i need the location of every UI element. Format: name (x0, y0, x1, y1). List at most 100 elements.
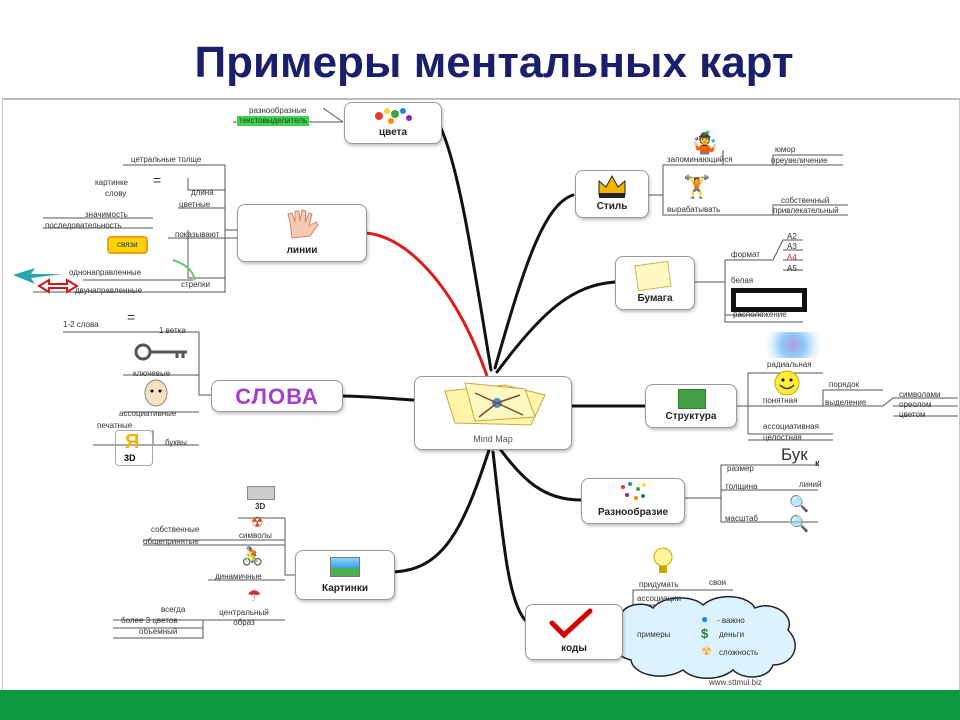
source-url: www.sttmul.biz (709, 678, 762, 687)
leaf-words-6: 3D (124, 453, 136, 463)
leaf-pictures-1: символы (239, 531, 272, 540)
node-words-label: СЛОВА (235, 384, 319, 409)
leaf-codes-3: примеры (637, 630, 671, 639)
key-icon (134, 343, 187, 361)
juggler-icon: 🤹 (691, 130, 719, 155)
leaf-pictures-7: объемный (139, 627, 178, 636)
codes-cloud (611, 595, 796, 679)
leaf-variety-5: масштаб (725, 514, 758, 523)
paper-sheet-icon (634, 260, 672, 292)
leaf-lines-4: цветные (179, 200, 211, 209)
slide-title: Примеры ментальных карт (194, 38, 794, 87)
leaf-words-3: ассоциативные (119, 409, 177, 418)
node-paper: Бумага (615, 256, 695, 310)
leaf-variety-3: толщина (725, 482, 758, 491)
node-codes-label: коды (561, 643, 587, 654)
branch-style-connector (493, 193, 575, 370)
leaf-lines-8: показывают (175, 230, 220, 239)
node-colors: цвета (344, 102, 442, 144)
zoom-out-icon: 🔍 (789, 516, 809, 533)
leaf-lines-0: цетральные толще (131, 155, 202, 164)
leaf-paper-3: A4 (787, 253, 797, 262)
leaf-variety-1: Бук (781, 445, 808, 464)
leaf-codes-6: сложность (719, 648, 759, 657)
branch-colors-connector (436, 120, 493, 372)
leaf-lines-10: двунаправленные (75, 286, 143, 295)
leaf-structure-8: целостная (763, 433, 802, 442)
branch-pictures-connector (391, 448, 491, 574)
leaf-pictures-4: динамичные (215, 572, 262, 581)
node-colors-label: цвета (378, 127, 408, 138)
leaf-paper-6: расположение (733, 310, 787, 319)
equals-symbol-words: = (127, 309, 136, 325)
leaf-paper-0: формат (731, 250, 760, 259)
leaf-words-5: буквы (165, 438, 187, 447)
leaf-codes-0: придумать (639, 580, 679, 589)
leaf-pictures-3: общепринятые (143, 537, 199, 546)
leaf-variety-2: к (815, 458, 820, 468)
footer-green-bar (0, 690, 960, 720)
leaf-colors-0: разнообразные (249, 106, 307, 115)
leaf-codes-5: деньги (719, 630, 745, 639)
node-lines-label: линии (286, 245, 318, 256)
arrow-decorations (13, 259, 196, 294)
leaf-style-3: вырабатывать (667, 205, 721, 214)
landscape-sheet-icon (731, 288, 807, 312)
leaf-style-1: юмор (775, 145, 796, 154)
center-node: Mind Map (414, 376, 572, 450)
leaf-words-0: 1-2 слова (63, 320, 99, 329)
leaf-colors-1: текстовыделитель (237, 116, 310, 126)
leaf-structure-7: ассоциативная (763, 422, 819, 431)
paint-palette-icon (375, 108, 412, 124)
leaf-pictures-5: всегда (161, 605, 186, 614)
checkmark-icon (549, 608, 593, 639)
letter-ya-glyph: Я (125, 431, 140, 453)
branch-words-connector (339, 394, 415, 402)
crown-icon (598, 174, 626, 198)
leaf-structure-5: ореолом (899, 400, 932, 409)
leaf-lines-1: картинке (95, 178, 128, 187)
globe-icon: ● (701, 612, 709, 626)
leaf-style-2: преувеличение (771, 156, 828, 165)
leaf-pictures-6: более 3 цветов (121, 616, 178, 625)
leaf-structure-2: порядок (829, 380, 860, 389)
leaf-paper-5: белая (731, 276, 754, 285)
confetti-icon (621, 482, 646, 500)
weightlifter-icon: 🏋 (683, 174, 711, 199)
hand-icon (287, 209, 319, 239)
leaf-words-2: ключевые (133, 369, 171, 378)
head-thinking-icon (144, 379, 168, 407)
truck-3d-icon (247, 486, 275, 500)
leaf-lines-6: последовательность (45, 221, 122, 230)
mind-map-sketch-icon (444, 382, 546, 426)
node-structure: Структура (645, 384, 737, 428)
letter-block-icon: Я 3D (115, 430, 153, 466)
leaf-structure-3: выделение (825, 398, 867, 407)
leaf-structure-4: символами (899, 390, 941, 399)
leaf-paper-4: A5 (787, 264, 797, 273)
node-style-label: Стиль (596, 201, 628, 212)
leaf-variety-0: размер (727, 464, 754, 473)
leaf-style-4: собственный (781, 196, 830, 205)
mind-map-canvas: Mind Map цвета разнообразные текстовыдел… (2, 98, 960, 691)
branch-paper-connector (495, 280, 617, 374)
branch-variety-connector (495, 443, 583, 502)
double-arrow-icon (37, 278, 79, 294)
leaf-lines-3: длина (191, 188, 214, 197)
leaf-lines-7: связи (107, 236, 148, 254)
leaf-lines-11: стрелки (181, 280, 210, 289)
node-pictures: Картинки (295, 550, 395, 600)
leaf-lines-2: слову (105, 189, 127, 198)
leaf-codes-1: свои (709, 578, 727, 587)
leaf-variety-4: линий (799, 480, 822, 489)
leaf-lines-9: однонаправленные (69, 268, 142, 277)
node-words: СЛОВА (211, 380, 343, 412)
zoom-in-icon: 🔍 (789, 496, 809, 513)
branch-connectors (13, 107, 958, 679)
leaf-structure-6: цветом (899, 410, 926, 419)
leaf-pictures-0: 3D (255, 502, 266, 511)
leaf-codes-2: ассоциации (637, 594, 682, 603)
node-variety-label: Разнообразие (597, 507, 669, 518)
leaf-structure-0: радиальная (767, 360, 812, 369)
radial-sketch-icon (767, 332, 819, 358)
